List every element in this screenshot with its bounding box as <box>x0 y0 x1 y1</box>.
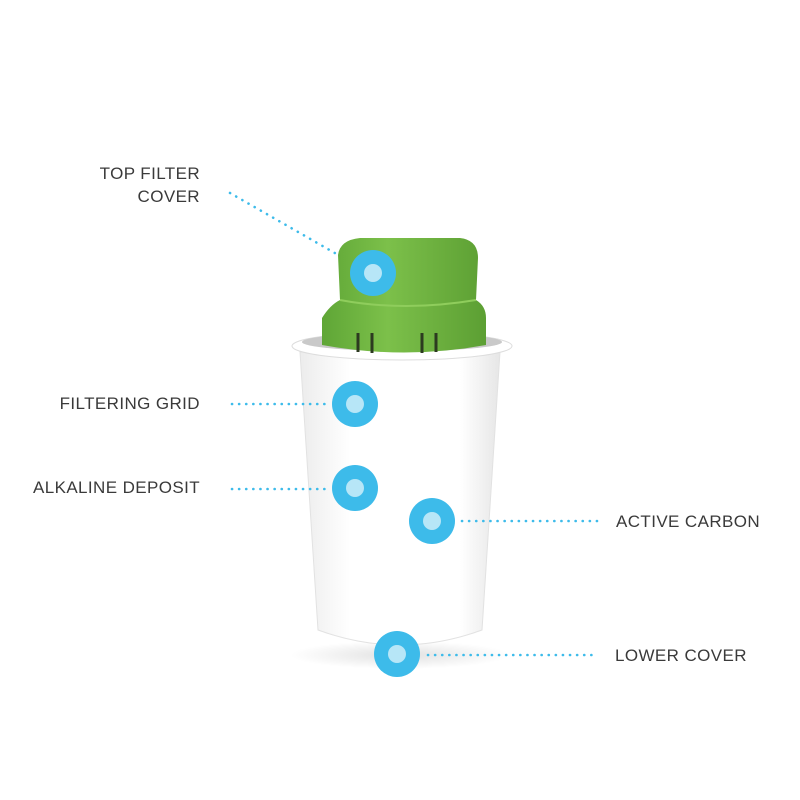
hotspot-active-carbon[interactable] <box>409 498 455 544</box>
hotspot-filtering-grid[interactable] <box>332 381 378 427</box>
hotspot-lower-cover[interactable] <box>374 631 420 677</box>
hotspot-top-filter-cover[interactable] <box>350 250 396 296</box>
label-alkaline-deposit: ALKALINE DEPOSIT <box>32 478 200 497</box>
cap-highlight <box>339 299 477 307</box>
label-lower-cover: LOWER COVER <box>615 646 747 665</box>
label-active-carbon: ACTIVE CARBON <box>616 512 761 531</box>
label-filtering-grid: FILTERING GRID <box>59 394 200 413</box>
top-filter-cover <box>322 238 486 353</box>
leader-line-top-filter-cover <box>228 191 342 258</box>
leader-lines <box>228 191 600 657</box>
cartridge-body <box>299 351 501 646</box>
label-top-filter-cover: TOP FILTER COVER <box>100 162 200 208</box>
cap-vents <box>356 333 438 353</box>
label-line-2: COVER <box>137 187 200 206</box>
label-line-1: TOP FILTER <box>99 164 200 183</box>
hotspot-alkaline-deposit[interactable] <box>332 465 378 511</box>
